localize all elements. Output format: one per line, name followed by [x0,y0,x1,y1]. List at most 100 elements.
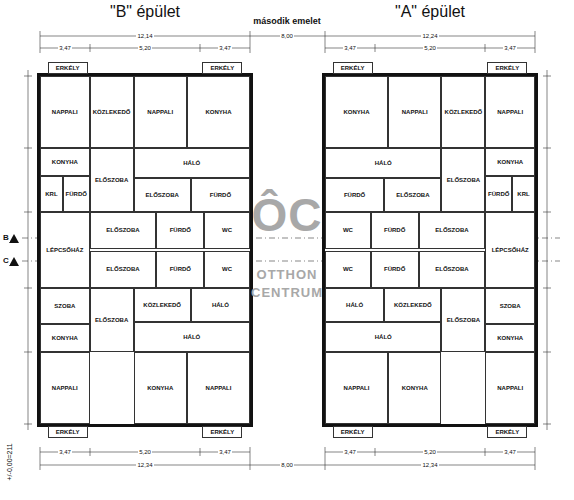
building-wall [324,75,537,426]
room: ERKÉLY [202,62,242,74]
room: LÉPCSŐHÁZ [485,212,535,288]
room-name: ELŐSZOBA [144,192,179,199]
room-name: ERKÉLY [494,429,520,436]
room: HÁLÓ [134,148,250,178]
room: KRL [512,176,535,212]
room-name: KRL [44,191,58,198]
room: FÜRDŐ [325,178,384,212]
room: WC [325,212,371,249]
room: HÁLÓ [325,288,384,322]
room-name: NAPPALI [343,385,371,392]
room-name: ERKÉLY [209,429,235,436]
room: ELŐSZOBA [419,251,486,288]
dimension-label: 8,00 [280,462,294,469]
room-name: ELŐSZOBA [446,177,481,184]
room-name: WC [221,227,233,234]
room-name: ELŐSZOBA [105,227,140,234]
room-name: ERKÉLY [209,65,235,72]
dimension-label: 3,47 [218,449,232,456]
room-name: KONYHA [342,109,370,116]
room-name: ERKÉLY [340,65,366,72]
room-name: ELŐSZOBA [94,177,129,184]
room: KRL [40,176,63,212]
room: KÖZLEKEDŐ [134,288,191,322]
room-name: ELŐSZOBA [446,317,481,324]
room-name: ELŐSZOBA [105,266,140,273]
room: HÁLÓ [325,322,441,352]
room: NAPPALI [388,76,441,148]
dimension-label: 3,47 [218,45,232,52]
room-name: KONYHA [401,385,429,392]
dimension-label: 3,47 [58,449,72,456]
room-name: HÁLÓ [345,302,364,309]
dimension-label: 8,00 [280,33,294,40]
room-name: NAPPALI [496,109,524,116]
room: ELŐSZOBA [134,178,191,212]
room: WC [325,251,371,288]
room: ERKÉLY [333,62,373,74]
room-name: SZOBA [499,303,522,310]
dimension-label: 5,20 [138,45,152,52]
dimension-lines [24,31,551,470]
room-name: KÖZLEKEDŐ [92,109,132,116]
room-name: HÁLÓ [182,160,201,167]
room-name: FÜRDŐ [209,192,232,199]
room-name: WC [342,227,354,234]
room-name: FÜRDŐ [65,191,88,198]
room: KONYHA [485,324,535,352]
room: SZOBA [485,288,535,324]
room: WC [204,251,250,288]
room-name: HÁLÓ [374,160,393,167]
room-name: ELŐSZOBA [434,266,469,273]
dimension-label: 3,47 [343,45,357,52]
room: KONYHA [325,76,388,148]
room-name: SZOBA [53,303,76,310]
watermark: CENTRUM [250,286,324,300]
dimension-label: 3,47 [503,449,517,456]
room: ELŐSZOBA [441,148,485,212]
room-name: FÜRDŐ [383,266,406,273]
room: FÜRDŐ [63,176,90,212]
room-name: ELŐSZOBA [434,227,469,234]
room-name: LÉPCSŐHÁZ [491,247,530,254]
room-name: KONYHA [496,159,524,166]
room-name: NAPPALI [496,385,524,392]
dimension-label: 12,34 [136,462,153,469]
room: ERKÉLY [48,62,88,74]
room-name: KONYHA [496,335,524,342]
building-wall [39,75,252,426]
room: ELŐSZOBA [90,212,157,249]
dimension-label: 12,34 [421,462,438,469]
room: KÖZLEKEDŐ [441,76,485,148]
dimension-label: 12,14 [136,33,153,40]
heading-label: "A" épület [394,3,466,21]
room: ELŐSZOBA [90,148,134,212]
room: NAPPALI [40,76,90,148]
dimension-label: 12,24 [421,33,438,40]
room-name: NAPPALI [401,109,429,116]
room-name: HÁLÓ [211,302,230,309]
room-name: FÜRDŐ [343,192,366,199]
room: FÜRDŐ [156,212,204,249]
room: HÁLÓ [191,288,250,322]
room-name: KONYHA [204,109,232,116]
room-name: NAPPALI [205,385,233,392]
room: ERKÉLY [202,426,242,438]
room: NAPPALI [40,352,90,424]
room-name: NAPPALI [146,109,174,116]
room: NAPPALI [187,352,250,424]
room: NAPPALI [485,76,535,148]
room-name: LÉPCSŐHÁZ [45,247,84,254]
room: KÖZLEKEDŐ [90,76,134,148]
dimension-label: +/-0,00=211 [6,442,14,481]
room: FÜRDŐ [191,178,250,212]
room: KONYHA [388,352,441,424]
room: NAPPALI [485,352,535,424]
room: NAPPALI [134,76,187,148]
section-marker [9,234,19,243]
room: NAPPALI [325,352,388,424]
room: KONYHA [134,352,187,424]
heading-label: C [2,257,10,266]
room: ERKÉLY [487,426,527,438]
room-name: HÁLÓ [374,334,393,341]
